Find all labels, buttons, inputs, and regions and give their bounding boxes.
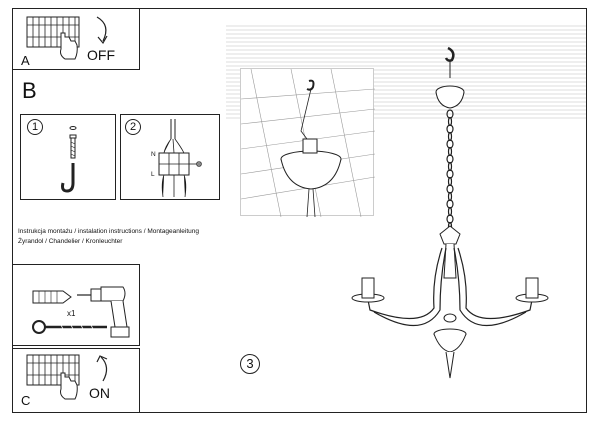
panel-c: C ON	[12, 348, 140, 413]
arrow-icon	[96, 355, 108, 382]
detail-inset	[240, 68, 376, 218]
quantity-label: x1	[67, 309, 76, 318]
step-c-label: C	[21, 393, 31, 408]
panel-drill: x1	[12, 264, 140, 346]
step-3-label: 3	[240, 354, 260, 374]
panel-b2: 2 N L	[120, 114, 220, 200]
connector-icon	[158, 119, 202, 198]
on-label: ON	[89, 385, 110, 401]
hook-icon	[61, 163, 75, 193]
sub-step-2: 2	[125, 119, 141, 135]
step-a-label: A	[21, 53, 30, 68]
wire-n-label: N	[151, 151, 156, 158]
hand-icon	[60, 372, 78, 400]
drill-icon	[77, 286, 130, 338]
hand-icon	[60, 32, 78, 60]
caption-instructions: Instrukcja montażu / instalation instruc…	[18, 228, 200, 235]
sheet-frame	[12, 8, 587, 413]
off-label: OFF	[87, 47, 115, 63]
panel-a: A OFF	[12, 8, 140, 70]
hook-screw-icon	[32, 320, 107, 334]
wire-l-label: L	[151, 171, 155, 178]
panel-b1: 1	[20, 114, 116, 200]
chandelier-icon	[351, 46, 549, 379]
anchor-icon	[32, 290, 72, 304]
step-b-label: B	[22, 78, 37, 103]
screw-icon	[69, 126, 77, 159]
arrow-icon	[96, 16, 108, 45]
caption-product: Żyrandol / Chandelier / Kronleuchter	[18, 238, 123, 245]
sub-step-1: 1	[27, 119, 43, 135]
ceiling-perspective	[240, 68, 376, 218]
